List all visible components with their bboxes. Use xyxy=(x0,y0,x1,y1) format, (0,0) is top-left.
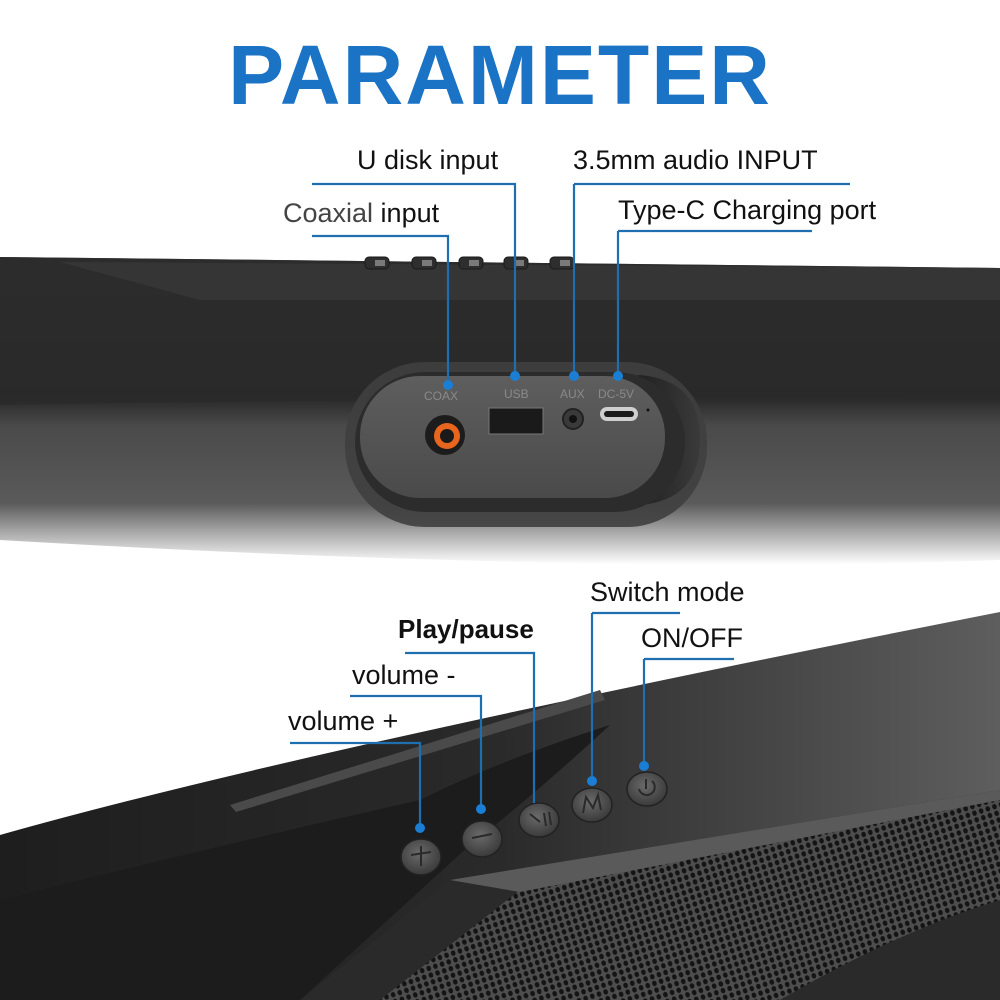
soundbar-front xyxy=(0,612,1000,1000)
typec-charging-label: Type-C Charging port xyxy=(618,195,877,225)
switch-mode-label: Switch mode xyxy=(590,577,745,607)
on-off-label: ON/OFF xyxy=(641,623,743,653)
volume-up-label: volume + xyxy=(288,706,399,736)
dc5v-port-label: DC-5V xyxy=(598,387,634,401)
usb-port-icon xyxy=(488,407,544,435)
coax-port-icon xyxy=(425,415,465,455)
coaxial-label-suffix: input xyxy=(373,198,440,228)
power-button[interactable] xyxy=(626,771,668,807)
power-icon xyxy=(638,780,656,796)
minus-icon xyxy=(471,833,493,839)
rear-leader-lines xyxy=(312,182,850,390)
usb-port-label: USB xyxy=(504,387,529,401)
volume-down-button[interactable] xyxy=(461,820,503,858)
volume-up-button[interactable] xyxy=(400,838,442,876)
control-leader-lines xyxy=(290,611,734,833)
aux-port-label: AUX xyxy=(560,387,585,401)
m-icon xyxy=(582,791,602,814)
volume-down-label: volume - xyxy=(352,660,456,690)
play-pause-icon xyxy=(529,811,552,827)
page-title: PARAMETER xyxy=(228,28,772,122)
play-pause-label: Play/pause xyxy=(398,614,534,644)
plus-icon xyxy=(410,846,432,866)
play-pause-button[interactable] xyxy=(518,802,560,838)
aux-port-icon xyxy=(562,408,584,430)
typec-port-icon xyxy=(600,407,650,421)
coaxial-label-prefix: Coaxial xyxy=(283,198,374,228)
usb-input-label: U disk input xyxy=(357,145,499,175)
coax-port-label: COAX xyxy=(424,389,458,403)
mode-button[interactable] xyxy=(571,787,613,823)
coaxial-input-label: Coaxial input xyxy=(283,197,439,229)
aux-input-label: 3.5mm audio INPUT xyxy=(573,145,818,175)
